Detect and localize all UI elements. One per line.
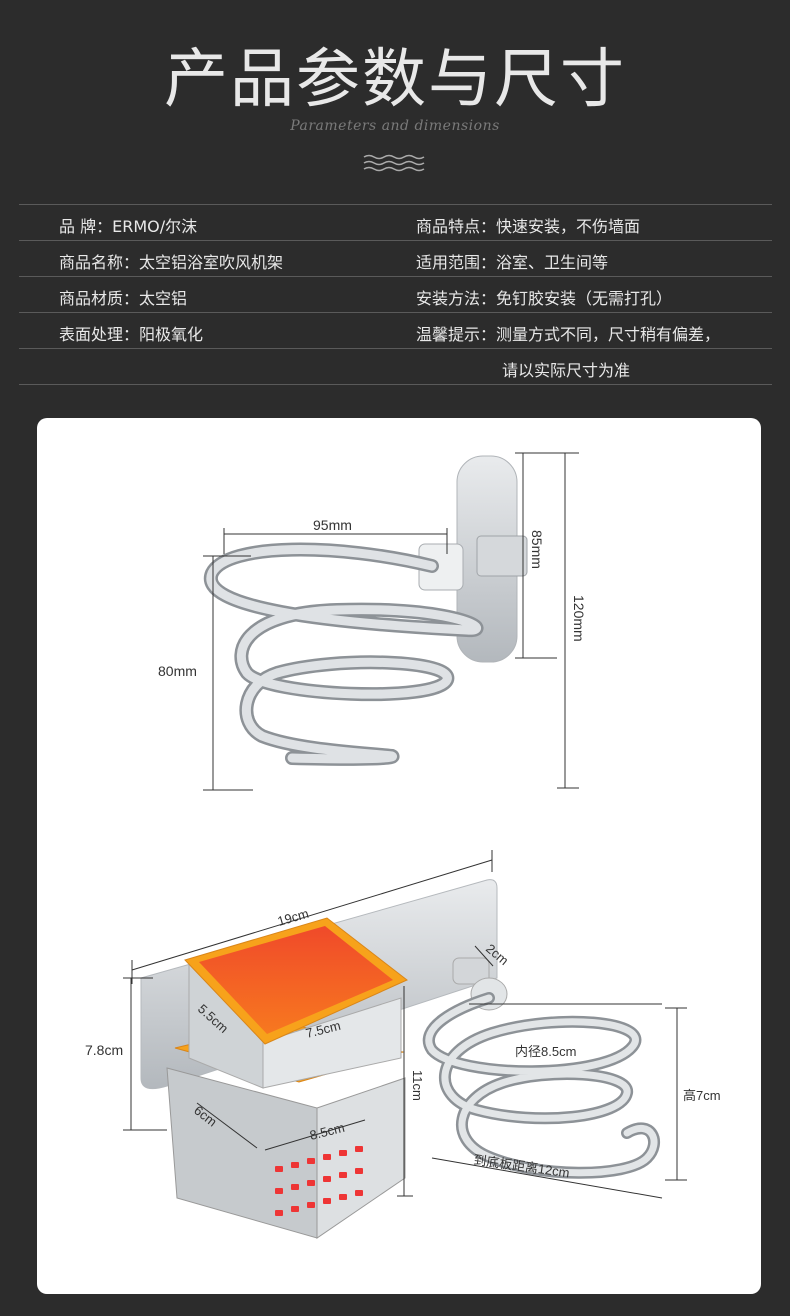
spec-name: 商品名称：太空铝浴室吹风机架 [59,253,284,272]
spec-row: 品 牌：ERMO/尔沫 商品特点：快速安装，不伤墙面 [19,204,772,240]
dim-left-height-label: 7.8cm [85,1042,123,1058]
spec-feature: 商品特点：快速安装，不伤墙面 [416,217,641,236]
page-subtitle: Parameters and dimensions [290,118,500,134]
dim-coil-height-label: 高7cm [683,1088,721,1103]
spec-scope: 适用范围：浴室、卫生间等 [416,253,609,272]
dim-total-label: 120mm [571,595,587,642]
spec-note-cont: 请以实际尺寸为准 [502,361,631,380]
spec-note: 温馨提示：测量方式不同，尺寸稍有偏差， [416,325,721,344]
spec-row: 请以实际尺寸为准 [19,348,772,385]
drain-holes [275,1146,363,1216]
page-title: 产品参数与尺寸 [164,43,626,117]
spec-surface: 表面处理：阳极氧化 [59,325,204,344]
spec-brand: 品 牌：ERMO/尔沫 [59,217,198,236]
holder-with-cup-image: 19cm 7.8cm 5.5cm 7.5cm 11cm 6cm 8.5cm 2c… [85,850,721,1239]
dim-distance-label: 到底板距离12cm [473,1152,571,1180]
spec-material: 商品材质：太空铝 [59,289,188,308]
spec-table: 品 牌：ERMO/尔沫 商品特点：快速安装，不伤墙面 商品名称：太空铝浴室吹风机… [19,204,772,385]
product-panel: 95mm 80mm 85mm 120mm [37,418,761,1294]
dim-width-label: 95mm [313,517,352,533]
wave-ornament-icon [363,154,425,172]
dim-plate-label: 85mm [529,530,545,569]
product-illustrations: 95mm 80mm 85mm 120mm [85,452,721,1239]
spec-install: 安装方法：免钉胶安装（无需打孔） [416,289,673,308]
dim-inner-label: 内径8.5cm [515,1044,576,1059]
spiral-holder-image: 95mm 80mm 85mm 120mm [158,452,587,791]
spec-row: 商品材质：太空铝 安装方法：免钉胶安装（无需打孔） [19,276,772,312]
dim-height-label: 80mm [158,663,197,679]
spec-row: 表面处理：阳极氧化 温馨提示：测量方式不同，尺寸稍有偏差， [19,312,772,348]
dim-holder-height-label: 11cm [410,1070,425,1101]
spec-row: 商品名称：太空铝浴室吹风机架 适用范围：浴室、卫生间等 [19,240,772,276]
